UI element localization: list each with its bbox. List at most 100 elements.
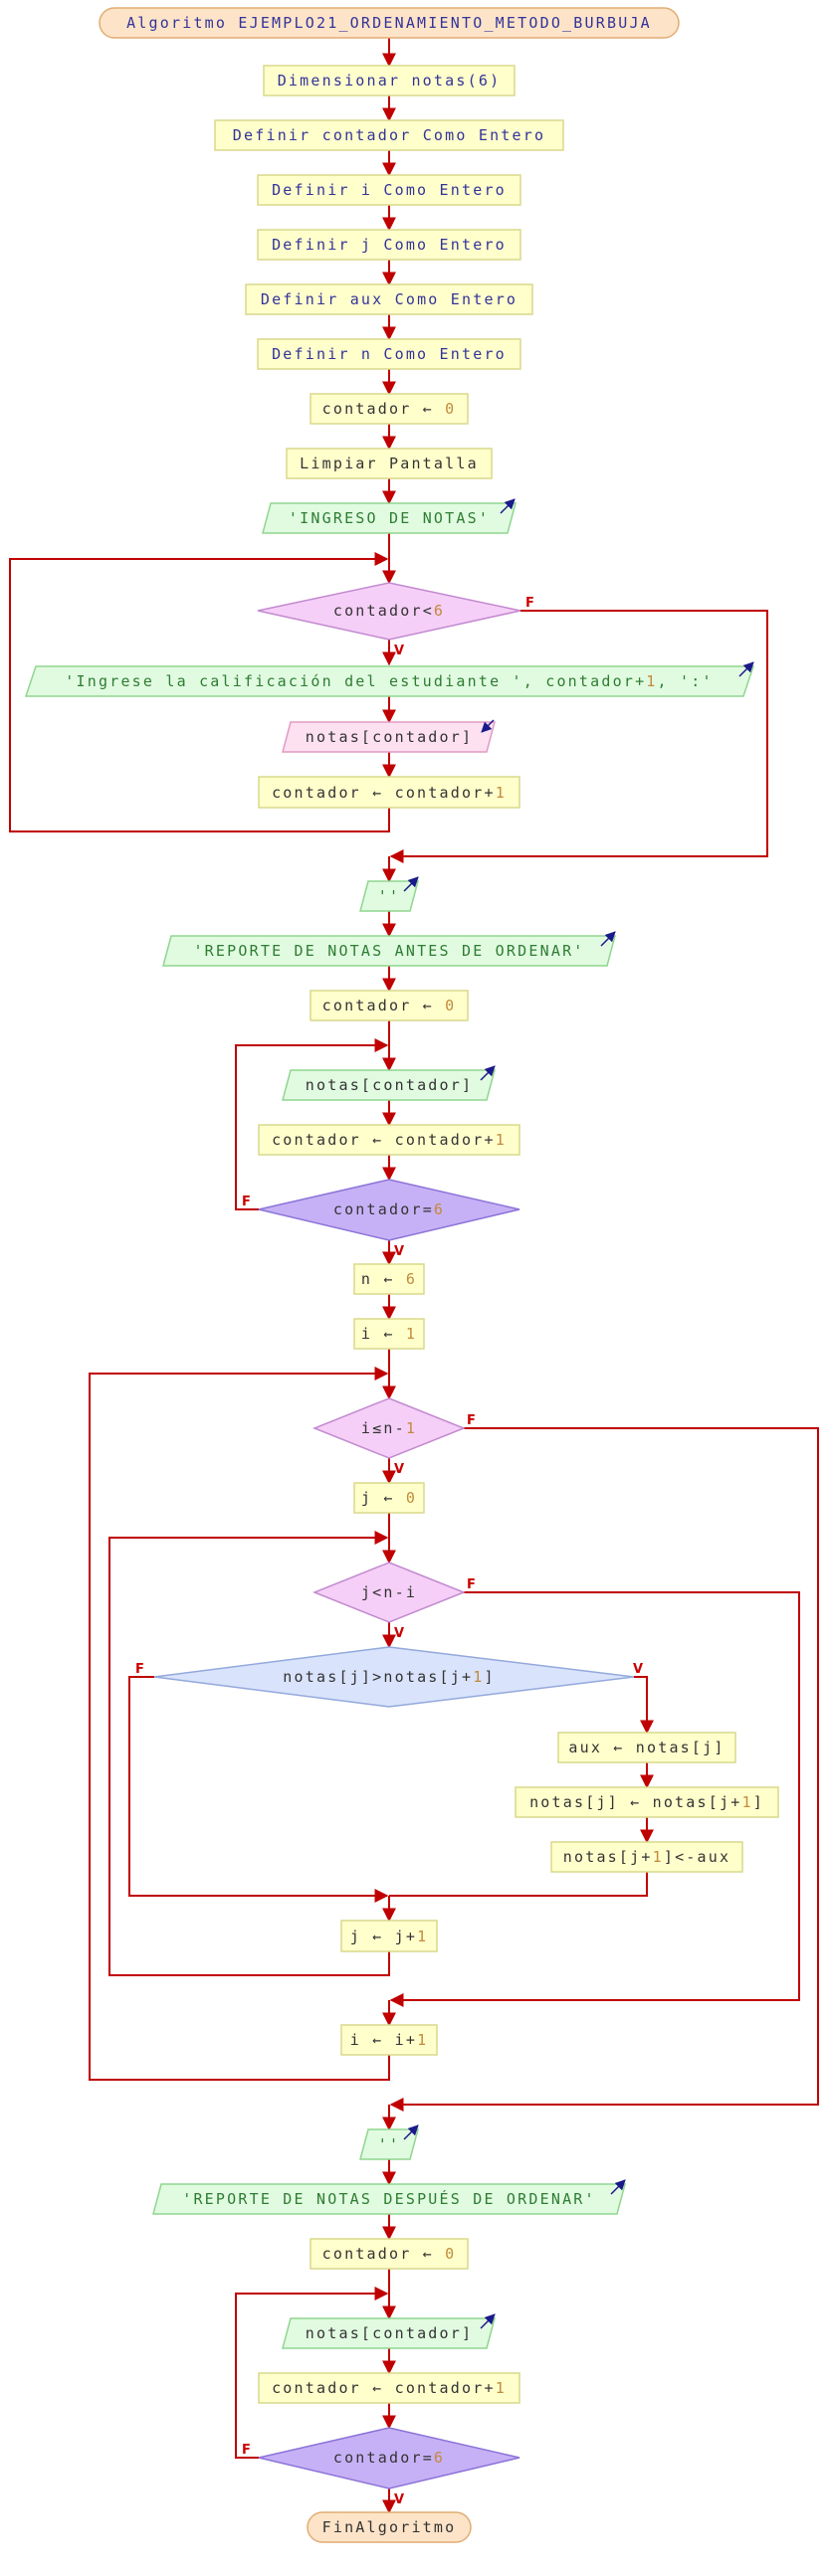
process-i: i ← 1 bbox=[353, 1318, 425, 1350]
exit-arrow bbox=[389, 610, 768, 863]
algorithm-title: Algoritmo EJEMPLO21_ORDENAMIENTO_METODO_… bbox=[126, 14, 652, 32]
connectors bbox=[9, 38, 819, 2514]
process-inc-contador-c: contador ← contador+1 bbox=[258, 2372, 520, 2404]
decision-for-j: j<n-i bbox=[311, 1562, 467, 1623]
process-text: i ← 1 bbox=[361, 1325, 417, 1343]
output-text: 'REPORTE DE NOTAS DESPUÉS DE ORDENAR' bbox=[182, 2189, 596, 2208]
process-text: aux ← notas[j] bbox=[568, 1739, 724, 1756]
process-n: n ← 6 bbox=[353, 1263, 425, 1295]
input-notas-a: notas[contador] bbox=[282, 719, 496, 753]
process-swap3: notas[j+1]<-aux bbox=[550, 1841, 743, 1873]
exit-arrow bbox=[389, 1591, 800, 2007]
output-ingreso: 'INGRESO DE NOTAS' bbox=[262, 498, 517, 534]
process-text: Limpiar Pantalla bbox=[300, 455, 479, 472]
process-def-i: Definir i Como Entero bbox=[257, 174, 521, 206]
output-notas-c: notas[contador] bbox=[282, 2313, 496, 2349]
decision-for-i: i≤n-1 bbox=[311, 1397, 467, 1459]
branch-true-label: V bbox=[394, 1462, 404, 1477]
output-text: 'INGRESO DE NOTAS' bbox=[289, 509, 490, 527]
branch-true-label: V bbox=[633, 1662, 643, 1677]
output-blank-b: '' bbox=[359, 2124, 419, 2160]
input-text: notas[contador] bbox=[306, 728, 473, 746]
process-text: contador ← 0 bbox=[322, 997, 457, 1014]
output-arrow-icon bbox=[500, 498, 516, 514]
decision-text: i≤n-1 bbox=[361, 1419, 417, 1437]
output-arrow-icon bbox=[403, 876, 419, 892]
output-arrow-icon bbox=[610, 2179, 626, 2195]
process-text: Definir j Como Entero bbox=[272, 236, 507, 254]
branch-false-label: F bbox=[467, 1413, 476, 1428]
input-arrow-icon bbox=[481, 719, 495, 733]
end-terminal: FinAlgoritmo bbox=[307, 2511, 472, 2543]
nodes: Algoritmo EJEMPLO21_ORDENAMIENTO_METODO_… bbox=[24, 7, 779, 2543]
process-inc-i: i ← i+1 bbox=[340, 2024, 438, 2056]
loop-back-arrow bbox=[235, 1038, 389, 1210]
decision-while-1: contador<6 bbox=[257, 582, 521, 641]
process-text: contador ← contador+1 bbox=[272, 2379, 507, 2397]
process-text: notas[j+1]<-aux bbox=[563, 1848, 730, 1866]
output-text: notas[contador] bbox=[306, 2324, 473, 2342]
branch-false-label: F bbox=[135, 1662, 144, 1677]
process-text: contador ← 0 bbox=[322, 2245, 457, 2263]
branch-true-label: V bbox=[394, 644, 404, 658]
branch-true-label: V bbox=[394, 1626, 404, 1641]
process-text: Definir aux Como Entero bbox=[261, 290, 518, 308]
output-arrow-icon bbox=[480, 1065, 496, 1081]
process-text: Definir n Como Entero bbox=[272, 345, 507, 363]
process-text: Definir i Como Entero bbox=[272, 181, 507, 199]
output-arrow-icon bbox=[600, 931, 616, 947]
branch-false-label: F bbox=[467, 1577, 476, 1592]
branch-false-label: F bbox=[242, 1195, 251, 1209]
exit-arrow bbox=[389, 1427, 819, 2112]
process-text: Definir contador Como Entero bbox=[233, 126, 545, 144]
process-dim: Dimensionar notas(6) bbox=[263, 65, 516, 96]
output-text: notas[contador] bbox=[306, 1076, 473, 1094]
output-notas-b: notas[contador] bbox=[282, 1065, 496, 1101]
process-contador-0-c: contador ← 0 bbox=[310, 2238, 469, 2270]
process-j: j ← 0 bbox=[353, 1482, 425, 1514]
false-branch-arrow bbox=[128, 1676, 389, 1903]
process-text: contador ← contador+1 bbox=[272, 784, 507, 802]
process-def-j: Definir j Como Entero bbox=[257, 229, 521, 261]
process-inc-contador-a: contador ← contador+1 bbox=[258, 776, 520, 809]
output-arrow-icon bbox=[738, 661, 754, 677]
merge-line bbox=[389, 1872, 648, 1897]
branch-true-label: V bbox=[394, 1244, 404, 1259]
decision-if-swap: notas[j]>notas[j+1] bbox=[153, 1646, 635, 1708]
output-text: 'Ingrese la calificación del estudiante … bbox=[65, 672, 713, 690]
decision-text: contador=6 bbox=[333, 1200, 445, 1218]
process-cls: Limpiar Pantalla bbox=[286, 448, 493, 479]
true-branch-arrow bbox=[634, 1676, 654, 1735]
process-inc-j: j ← j+1 bbox=[340, 1920, 438, 1952]
output-arrow-icon bbox=[403, 2124, 419, 2140]
decision-repeat-2: contador=6 bbox=[258, 2427, 520, 2489]
branch-labels: F V F V F V F V F V F V bbox=[135, 596, 643, 2507]
branch-false-label: F bbox=[525, 596, 534, 611]
output-text: '' bbox=[378, 2135, 400, 2153]
decision-text: j<n-i bbox=[361, 1583, 417, 1601]
start-terminal: Algoritmo EJEMPLO21_ORDENAMIENTO_METODO_… bbox=[99, 7, 680, 39]
process-text: j ← j+1 bbox=[350, 1928, 429, 1945]
output-reporte-despues: 'REPORTE DE NOTAS DESPUÉS DE ORDENAR' bbox=[152, 2179, 626, 2215]
process-text: notas[j] ← notas[j+1] bbox=[529, 1793, 764, 1811]
process-def-contador: Definir contador Como Entero bbox=[214, 119, 564, 151]
decision-text: contador=6 bbox=[333, 2449, 445, 2467]
process-text: n ← 6 bbox=[361, 1270, 417, 1288]
process-text: contador ← contador+1 bbox=[272, 1131, 507, 1149]
process-text: j ← 0 bbox=[361, 1489, 417, 1507]
output-prompt: 'Ingrese la calificación del estudiante … bbox=[24, 661, 755, 697]
branch-true-label: V bbox=[394, 2492, 404, 2507]
decision-repeat-1: contador=6 bbox=[258, 1179, 520, 1241]
output-text: 'REPORTE DE NOTAS ANTES DE ORDENAR' bbox=[193, 942, 584, 960]
output-reporte-antes: 'REPORTE DE NOTAS ANTES DE ORDENAR' bbox=[162, 931, 616, 967]
process-text: i ← i+1 bbox=[350, 2031, 429, 2049]
process-text: contador ← 0 bbox=[322, 400, 457, 418]
loop-back-arrow bbox=[9, 552, 390, 832]
loop-back-arrow bbox=[108, 1531, 390, 1976]
process-inc-contador-b: contador ← contador+1 bbox=[258, 1124, 520, 1156]
process-contador-0-b: contador ← 0 bbox=[310, 990, 469, 1021]
loop-back-arrow bbox=[235, 2287, 389, 2459]
process-def-n: Definir n Como Entero bbox=[257, 338, 521, 370]
decision-text: contador<6 bbox=[333, 602, 445, 620]
